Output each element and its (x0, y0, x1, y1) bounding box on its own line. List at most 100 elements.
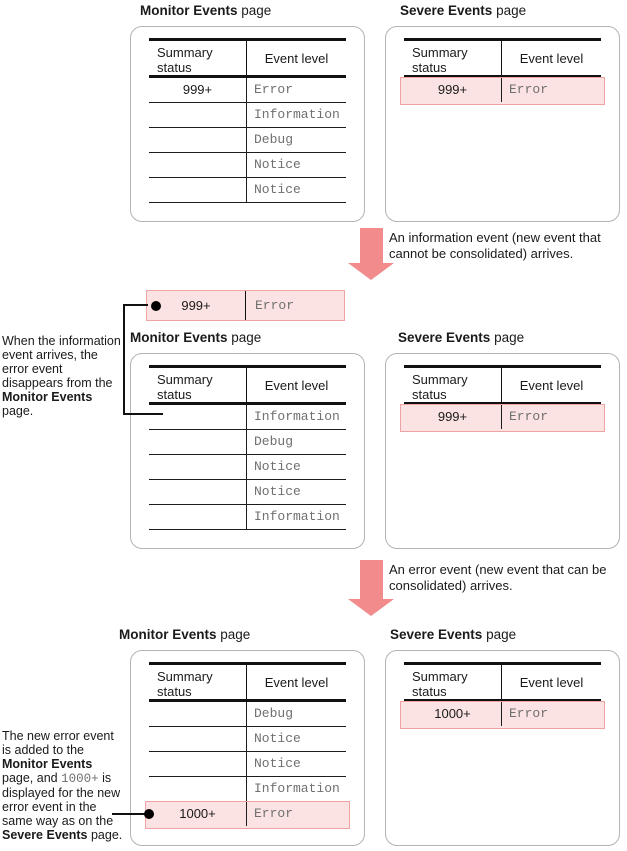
summary-status-cell (149, 103, 246, 127)
note-connector-line (112, 813, 148, 815)
summary-status-cell (149, 455, 246, 479)
event-level-cell: Information (246, 405, 346, 429)
summary-status-cell (149, 178, 246, 202)
summary-status-cell (149, 777, 246, 801)
connector-bullet (144, 809, 154, 819)
event-level-cell: Error (501, 405, 601, 429)
table-header: Summary status Event level (404, 38, 601, 78)
table-body: 999+ Error (400, 404, 605, 432)
event-level-cell: Information (246, 777, 346, 801)
summary-status-cell: 999+ (437, 409, 468, 424)
panel-title: Severe Events page (390, 627, 622, 647)
column-header-status: Summary status (157, 372, 213, 402)
table-row: Debug (149, 128, 346, 153)
table-row: 999+ Error (149, 78, 346, 103)
event-level-cell: Error (245, 291, 344, 320)
event-level-cell: Debug (246, 702, 346, 726)
events-table: Summary status Event level 999+ Error (400, 38, 605, 105)
event-level-cell: Error (501, 702, 601, 726)
summary-status-cell (149, 405, 246, 429)
event-level-cell: Notice (246, 178, 346, 202)
highlight-background (145, 801, 350, 829)
table-row: Information (149, 505, 346, 530)
event-level-cell: Error (246, 78, 346, 102)
table-header: Summary status Event level (149, 662, 346, 702)
table-row: Notice (149, 455, 346, 480)
note-error-event: The new error event is added to the Moni… (2, 729, 123, 842)
table-row: 1000+Error (144, 801, 350, 829)
highlight-background (400, 701, 605, 729)
down-arrow-head-icon (348, 599, 394, 616)
summary-status-cell: 999+ (147, 291, 245, 320)
table-row: Information (149, 777, 346, 802)
table-row: Notice (149, 480, 346, 505)
event-level-cell: Error (246, 802, 346, 826)
summary-status-cell: 999+ (437, 82, 468, 97)
table-row: Notice (149, 153, 346, 178)
down-arrow-head-icon (348, 263, 394, 280)
table-row: Notice (149, 727, 346, 752)
summary-status-cell (149, 702, 246, 726)
page-box: Summary status Event level 999+ Error (385, 353, 620, 549)
connector-line-vertical (123, 304, 125, 415)
summary-status-cell (149, 430, 246, 454)
panel-title-bold: Monitor Events (119, 627, 217, 642)
column-header-level: Event level (501, 368, 601, 402)
page-box: Summary status Event level 999+ Error (385, 26, 620, 222)
connector-line-horizontal-top (123, 304, 148, 306)
summary-status-cell (149, 480, 246, 504)
table-row: Notice (149, 752, 346, 777)
arrow-caption-information-event: An information event (new event that can… (389, 230, 601, 261)
panel-title-bold: Severe Events (398, 330, 491, 345)
monitor-events-panel-bottom: Monitor Events page Summary status Event… (119, 627, 367, 846)
events-table: Summary status Event level 1000+Error (400, 662, 605, 729)
column-header-status: Summary status (412, 45, 468, 75)
event-level-cell: Notice (246, 153, 346, 177)
panel-title-suffix: page (216, 627, 251, 642)
panel-title-suffix: page (237, 3, 272, 18)
event-level-cell: Notice (246, 480, 346, 504)
column-header-status: Summary status (157, 45, 213, 75)
summary-status-cell: 999+ (182, 82, 213, 97)
table-header: Summary status Event level (149, 38, 346, 78)
column-header-status: Summary status (412, 372, 468, 402)
table-header: Summary status Event level (404, 365, 601, 405)
column-header-status: Summary status (157, 669, 213, 699)
panel-title: Monitor Events page (140, 3, 367, 23)
panel-title-suffix: page (490, 330, 525, 345)
table-row: Information (149, 103, 346, 128)
table-row: Debug (149, 702, 346, 727)
table-row: 999+ Error (400, 404, 605, 432)
table-row: 999+ Error (400, 77, 605, 105)
table-row: 1000+Error (400, 701, 605, 729)
panel-title: Monitor Events page (119, 627, 367, 647)
panel-title-bold: Severe Events (400, 3, 493, 18)
severe-events-panel-top: Severe Events page Summary status Event … (385, 3, 622, 222)
event-level-cell: Notice (246, 752, 346, 776)
severe-events-panel-middle: Severe Events page Summary status Event … (385, 330, 622, 549)
panel-title-suffix: page (227, 330, 262, 345)
summary-status-cell (149, 505, 246, 529)
event-level-cell: Error (501, 78, 601, 102)
table-body: 999+ Error (400, 77, 605, 105)
arrow-caption-error-event: An error event (new event that can be co… (389, 562, 607, 593)
connector-bullet (151, 301, 161, 311)
events-table: Summary status Event level 999+ Error (400, 365, 605, 432)
column-header-level: Event level (501, 665, 601, 699)
panel-title: Severe Events page (398, 330, 622, 350)
column-header-level: Event level (246, 368, 346, 402)
highlight-background (400, 77, 605, 105)
panel-title-suffix: page (482, 627, 517, 642)
column-header-level: Event level (246, 41, 346, 75)
panel-title: Monitor Events page (130, 330, 367, 350)
event-level-cell: Notice (246, 455, 346, 479)
table-row: Notice (149, 178, 346, 203)
severe-events-panel-bottom: Severe Events page Summary status Event … (385, 627, 622, 846)
